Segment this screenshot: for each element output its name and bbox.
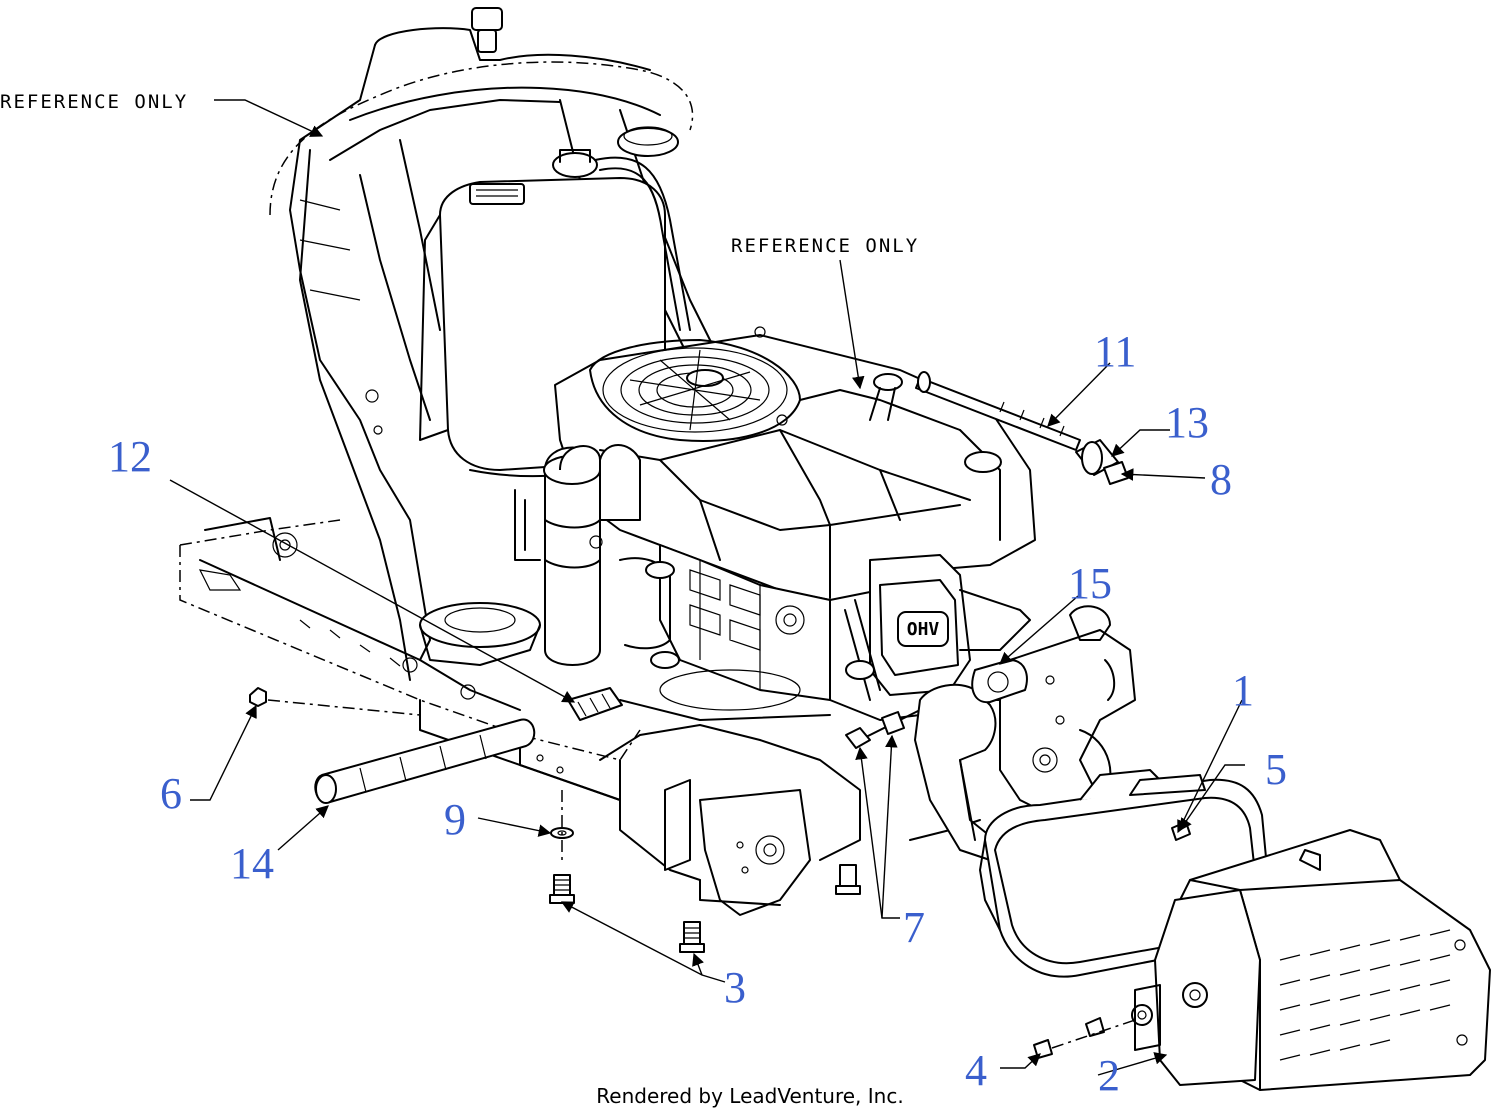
part-7-bolt-a <box>845 727 871 749</box>
reference-label-seat: REFERENCE ONLY <box>0 91 188 113</box>
callout-8: 8 <box>1210 455 1232 504</box>
loose-parts <box>249 371 1191 1059</box>
callout-12: 12 <box>108 432 152 481</box>
chassis-frame <box>179 517 1001 916</box>
rear-bracket <box>999 605 1136 821</box>
callout-15: 15 <box>1068 559 1112 608</box>
callout-13: 13 <box>1165 398 1209 447</box>
callout-1: 1 <box>1232 666 1254 715</box>
callout-9: 9 <box>444 795 466 844</box>
footer-credit: Rendered by LeadVenture, Inc. <box>596 1084 903 1108</box>
reference-label-engine: REFERENCE ONLY <box>731 235 919 257</box>
part-3-bolt-a <box>549 874 575 904</box>
callout-5: 5 <box>1265 745 1287 794</box>
callout-4: 4 <box>965 1046 987 1095</box>
part-3-bolt-c <box>835 864 861 895</box>
part-12-fitting <box>567 687 623 721</box>
ohv-badge-text: OHV <box>907 619 940 640</box>
callout-6: 6 <box>160 769 182 818</box>
engine: OHV <box>419 326 1036 721</box>
part-6-nut <box>249 687 267 707</box>
reference-leader-seat <box>214 99 324 137</box>
part-7-bolt-b <box>881 711 905 735</box>
ohv-badge <box>897 611 949 647</box>
part-4-bolt-b <box>1085 1017 1105 1037</box>
part-15-gasket <box>971 659 1028 704</box>
part-14-tube-end <box>315 774 337 804</box>
part-3-bolt-b <box>679 921 705 953</box>
muffler-assembly <box>914 683 1491 1091</box>
callout-7: 7 <box>903 903 925 952</box>
callout-3: 3 <box>724 963 746 1012</box>
callout-14: 14 <box>230 839 274 888</box>
callout-leaders <box>169 362 1245 1076</box>
reference-leader-engine <box>839 259 865 390</box>
callout-2: 2 <box>1098 1051 1120 1100</box>
part-4-bolt-a <box>1033 1039 1053 1059</box>
callout-11: 11 <box>1094 327 1136 376</box>
